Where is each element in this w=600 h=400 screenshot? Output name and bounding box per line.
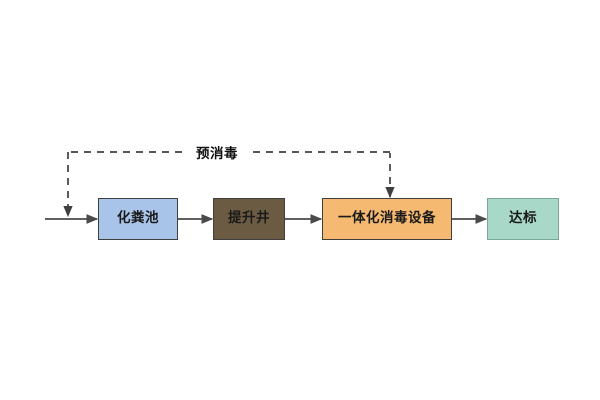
node-septic-tank-label: 化粪池 — [117, 210, 159, 227]
node-septic-tank[interactable]: 化粪池 — [98, 198, 178, 240]
node-lift-well-label: 提升井 — [228, 210, 270, 227]
node-lift-well[interactable]: 提升井 — [213, 198, 285, 240]
annotation-pre-disinfection-label: 预消毒 — [196, 146, 238, 162]
node-disinfection-equipment-label: 一体化消毒设备 — [338, 210, 436, 227]
annotation-pre-disinfection: 预消毒 — [182, 141, 252, 163]
node-disinfection-equipment[interactable]: 一体化消毒设备 — [322, 198, 452, 240]
node-standard-reached-label: 达标 — [509, 210, 537, 227]
node-standard-reached[interactable]: 达标 — [487, 198, 559, 240]
